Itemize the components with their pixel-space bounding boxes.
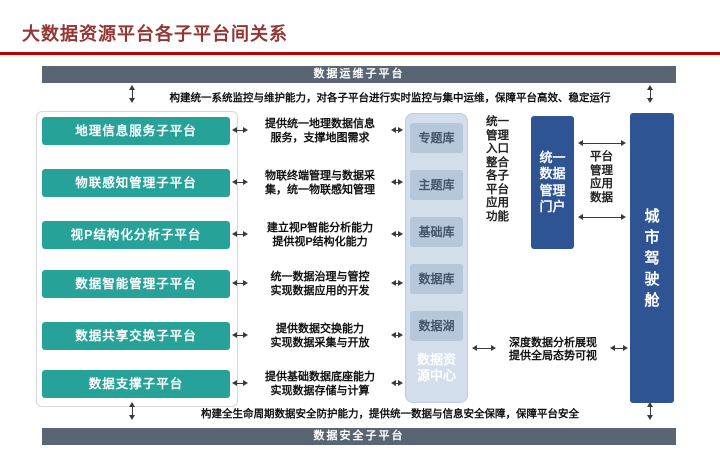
link-arrow [232,331,248,340]
library-box-special: 专题库 [410,123,463,153]
link-arrow [391,178,403,187]
top-bar-data-ops: 数据运维子平台 [42,66,676,83]
page-title: 大数据资源平台各子平台间关系 [22,24,288,44]
platform-desc-iot: 物联终端管理与数据采 集，统一物联感知管理 [250,169,390,197]
portal-cockpit-arrow-bottom [578,213,626,222]
desc-line: 集，统一物联感知管理 [265,184,375,196]
note-line: 深度数据分析展现 [509,337,597,349]
subplatform-group-outline [36,111,238,407]
platform-box-exchange: 数据共享交换子平台 [42,322,230,350]
analysis-arrow-left [472,344,496,353]
bottom-bar-data-security: 数据安全子平台 [42,428,676,445]
link-arrow [232,279,248,288]
library-box-lake: 数据湖 [410,311,463,341]
library-box-database: 数据库 [410,264,463,294]
platform-box-video: 视P结构化分析子平台 [42,221,230,249]
platform-desc-support: 提供基础数据底座能力 实现数据存储与计算 [250,370,390,398]
city-cockpit: 城市驾驶舱 [630,113,674,403]
portal-right-note: 平台管理应用数据 [590,151,613,204]
double-arrow-v-bottom-right [646,402,655,420]
desc-line: 统一数据治理与管控 [270,271,370,283]
platform-desc-video: 建立视P智能分析能力 提供视P结构化能力 [250,221,390,249]
link-arrow [391,279,403,288]
platform-desc-geo: 提供统一地理数据信息 服务，支撑地图需求 [250,117,390,145]
double-arrow-v-top-right [646,85,655,103]
unified-data-portal: 统一数据管理门户 [531,116,574,249]
data-resource-center-label: 数据资源中心 [416,352,456,383]
portal-cockpit-arrow-top [578,139,626,148]
title-underline [0,52,720,55]
link-arrow [391,379,403,388]
desc-line: 提供基础数据底座能力 [265,371,375,383]
link-arrow [232,178,248,187]
library-box-base: 基础库 [410,217,463,247]
portal-left-note: 统一管理入口整合各子平台应用功能 [486,116,509,223]
desc-line: 实现数据存储与计算 [270,385,370,397]
platform-box-support: 数据支撑子平台 [42,370,230,398]
desc-line: 建立视P智能分析能力 [266,222,374,234]
platform-desc-data-mgmt: 统一数据治理与管控 实现数据应用的开发 [250,270,390,298]
note-line: 提供全局态势可视 [509,350,597,362]
city-cockpit-label: 城市驾驶舱 [644,207,660,309]
link-arrow [391,331,403,340]
link-arrow [232,379,248,388]
double-arrow-v-top-left [128,85,137,103]
desc-line: 提供数据交换能力 [276,323,364,335]
desc-line: 物联终端管理与数据采 [265,170,375,182]
link-arrow [232,230,248,239]
top-note: 构建统一系统监控与维护能力，对各子平台进行实时监控与集中运维，保障平台高效、稳定… [169,92,611,104]
platform-desc-exchange: 提供数据交换能力 实现数据采集与开放 [250,322,390,350]
unified-data-portal-label: 统一数据管理门户 [539,149,566,215]
double-arrow-v-bottom-left [128,402,137,420]
desc-line: 提供统一地理数据信息 [265,118,375,130]
platform-box-data-mgmt: 数据智能管理子平台 [42,270,230,298]
data-resource-center [405,113,468,403]
link-arrow [391,126,403,135]
desc-line: 实现数据采集与开放 [270,337,370,349]
library-box-theme: 主题库 [410,170,463,200]
desc-line: 实现数据应用的开发 [270,285,370,297]
link-arrow [391,230,403,239]
bottom-note: 构建全生命周期数据安全防护能力，提供统一数据与信息安全保障，保障平台安全 [201,408,579,420]
link-arrow [232,126,248,135]
cockpit-analysis-note: 深度数据分析展现 提供全局态势可视 [498,337,608,363]
desc-line: 服务，支撑地图需求 [270,132,370,144]
desc-line: 提供视P结构化能力 [272,236,368,248]
platform-box-iot: 物联感知管理子平台 [42,169,230,197]
platform-box-geo: 地理信息服务子平台 [42,117,230,145]
analysis-arrow-right [610,344,628,353]
